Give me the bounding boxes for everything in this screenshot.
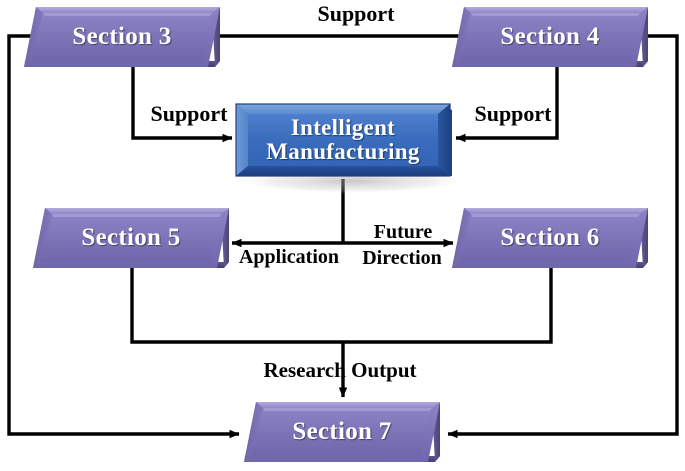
node-section7[interactable] [244,402,440,462]
edge-label-application: Application [238,246,340,268]
edge-section3-to-center [131,66,233,143]
edge-left-loop-to-section7 [7,34,240,439]
edge-section4-to-center [455,66,559,143]
edge-label-support-right: Support [474,101,552,126]
edge-label-future: Future [373,221,433,243]
node-intelligent-manufacturing[interactable] [235,103,452,177]
edge-section5-section6-bracket [130,268,553,344]
node-section5[interactable] [33,208,229,268]
edge-right-loop-to-section7 [447,34,679,439]
node-section4[interactable] [452,7,648,67]
edge-label-research-output: Research Output [263,358,417,382]
edge-label-direction: Direction [362,247,442,269]
node-section6[interactable] [452,208,648,268]
edge-label-support-left: Support [150,101,228,126]
edge-label-support-top: Support [317,1,395,26]
node-section3[interactable] [24,7,220,67]
